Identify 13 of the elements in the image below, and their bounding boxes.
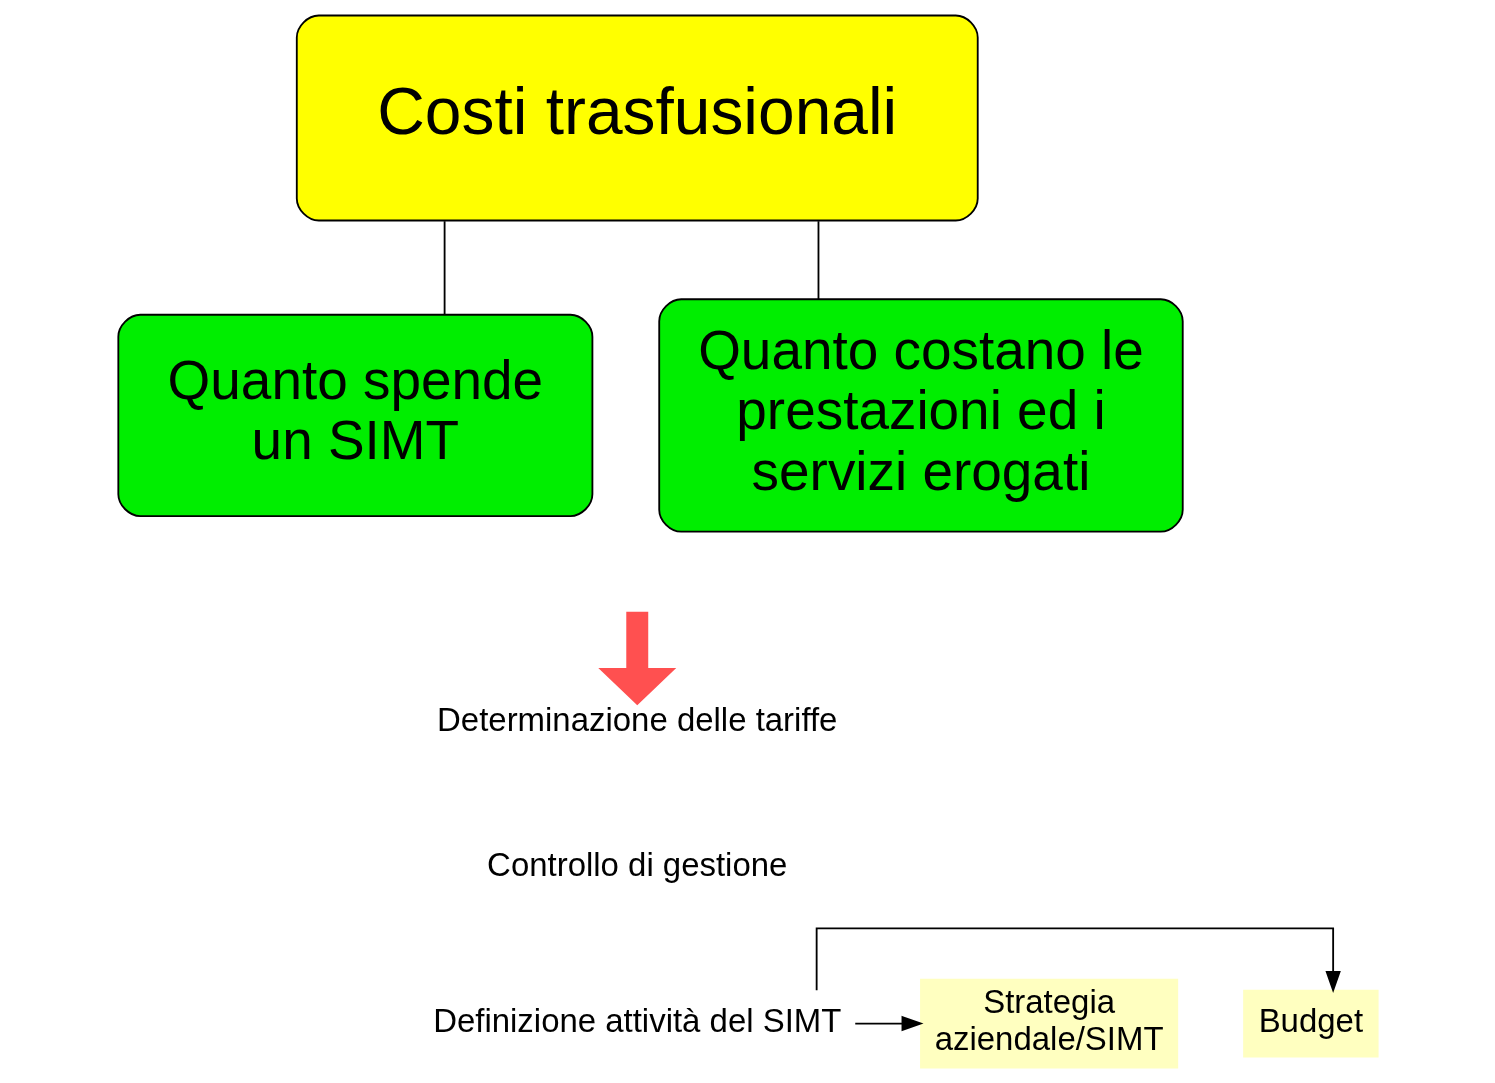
node-box: Strategia aziendale/SIMT [919, 978, 1178, 1069]
node-box: Quanto spende un SIMT [116, 313, 593, 518]
node-box: Costi trasfusionali [295, 14, 979, 222]
arrow [597, 611, 676, 706]
connector [817, 220, 819, 301]
node-text: Definizione attività del SIMT [432, 1001, 841, 1039]
label: Controllo di gestione [486, 846, 787, 884]
node-text: Determinazione delle tariffe [436, 701, 837, 739]
connector [443, 220, 445, 316]
node-box: Budget [1242, 989, 1379, 1058]
arrow [815, 927, 1341, 994]
node-box: Quanto costano le prestazioni ed i servizi erogati [657, 298, 1184, 533]
arrow [853, 1015, 924, 1032]
